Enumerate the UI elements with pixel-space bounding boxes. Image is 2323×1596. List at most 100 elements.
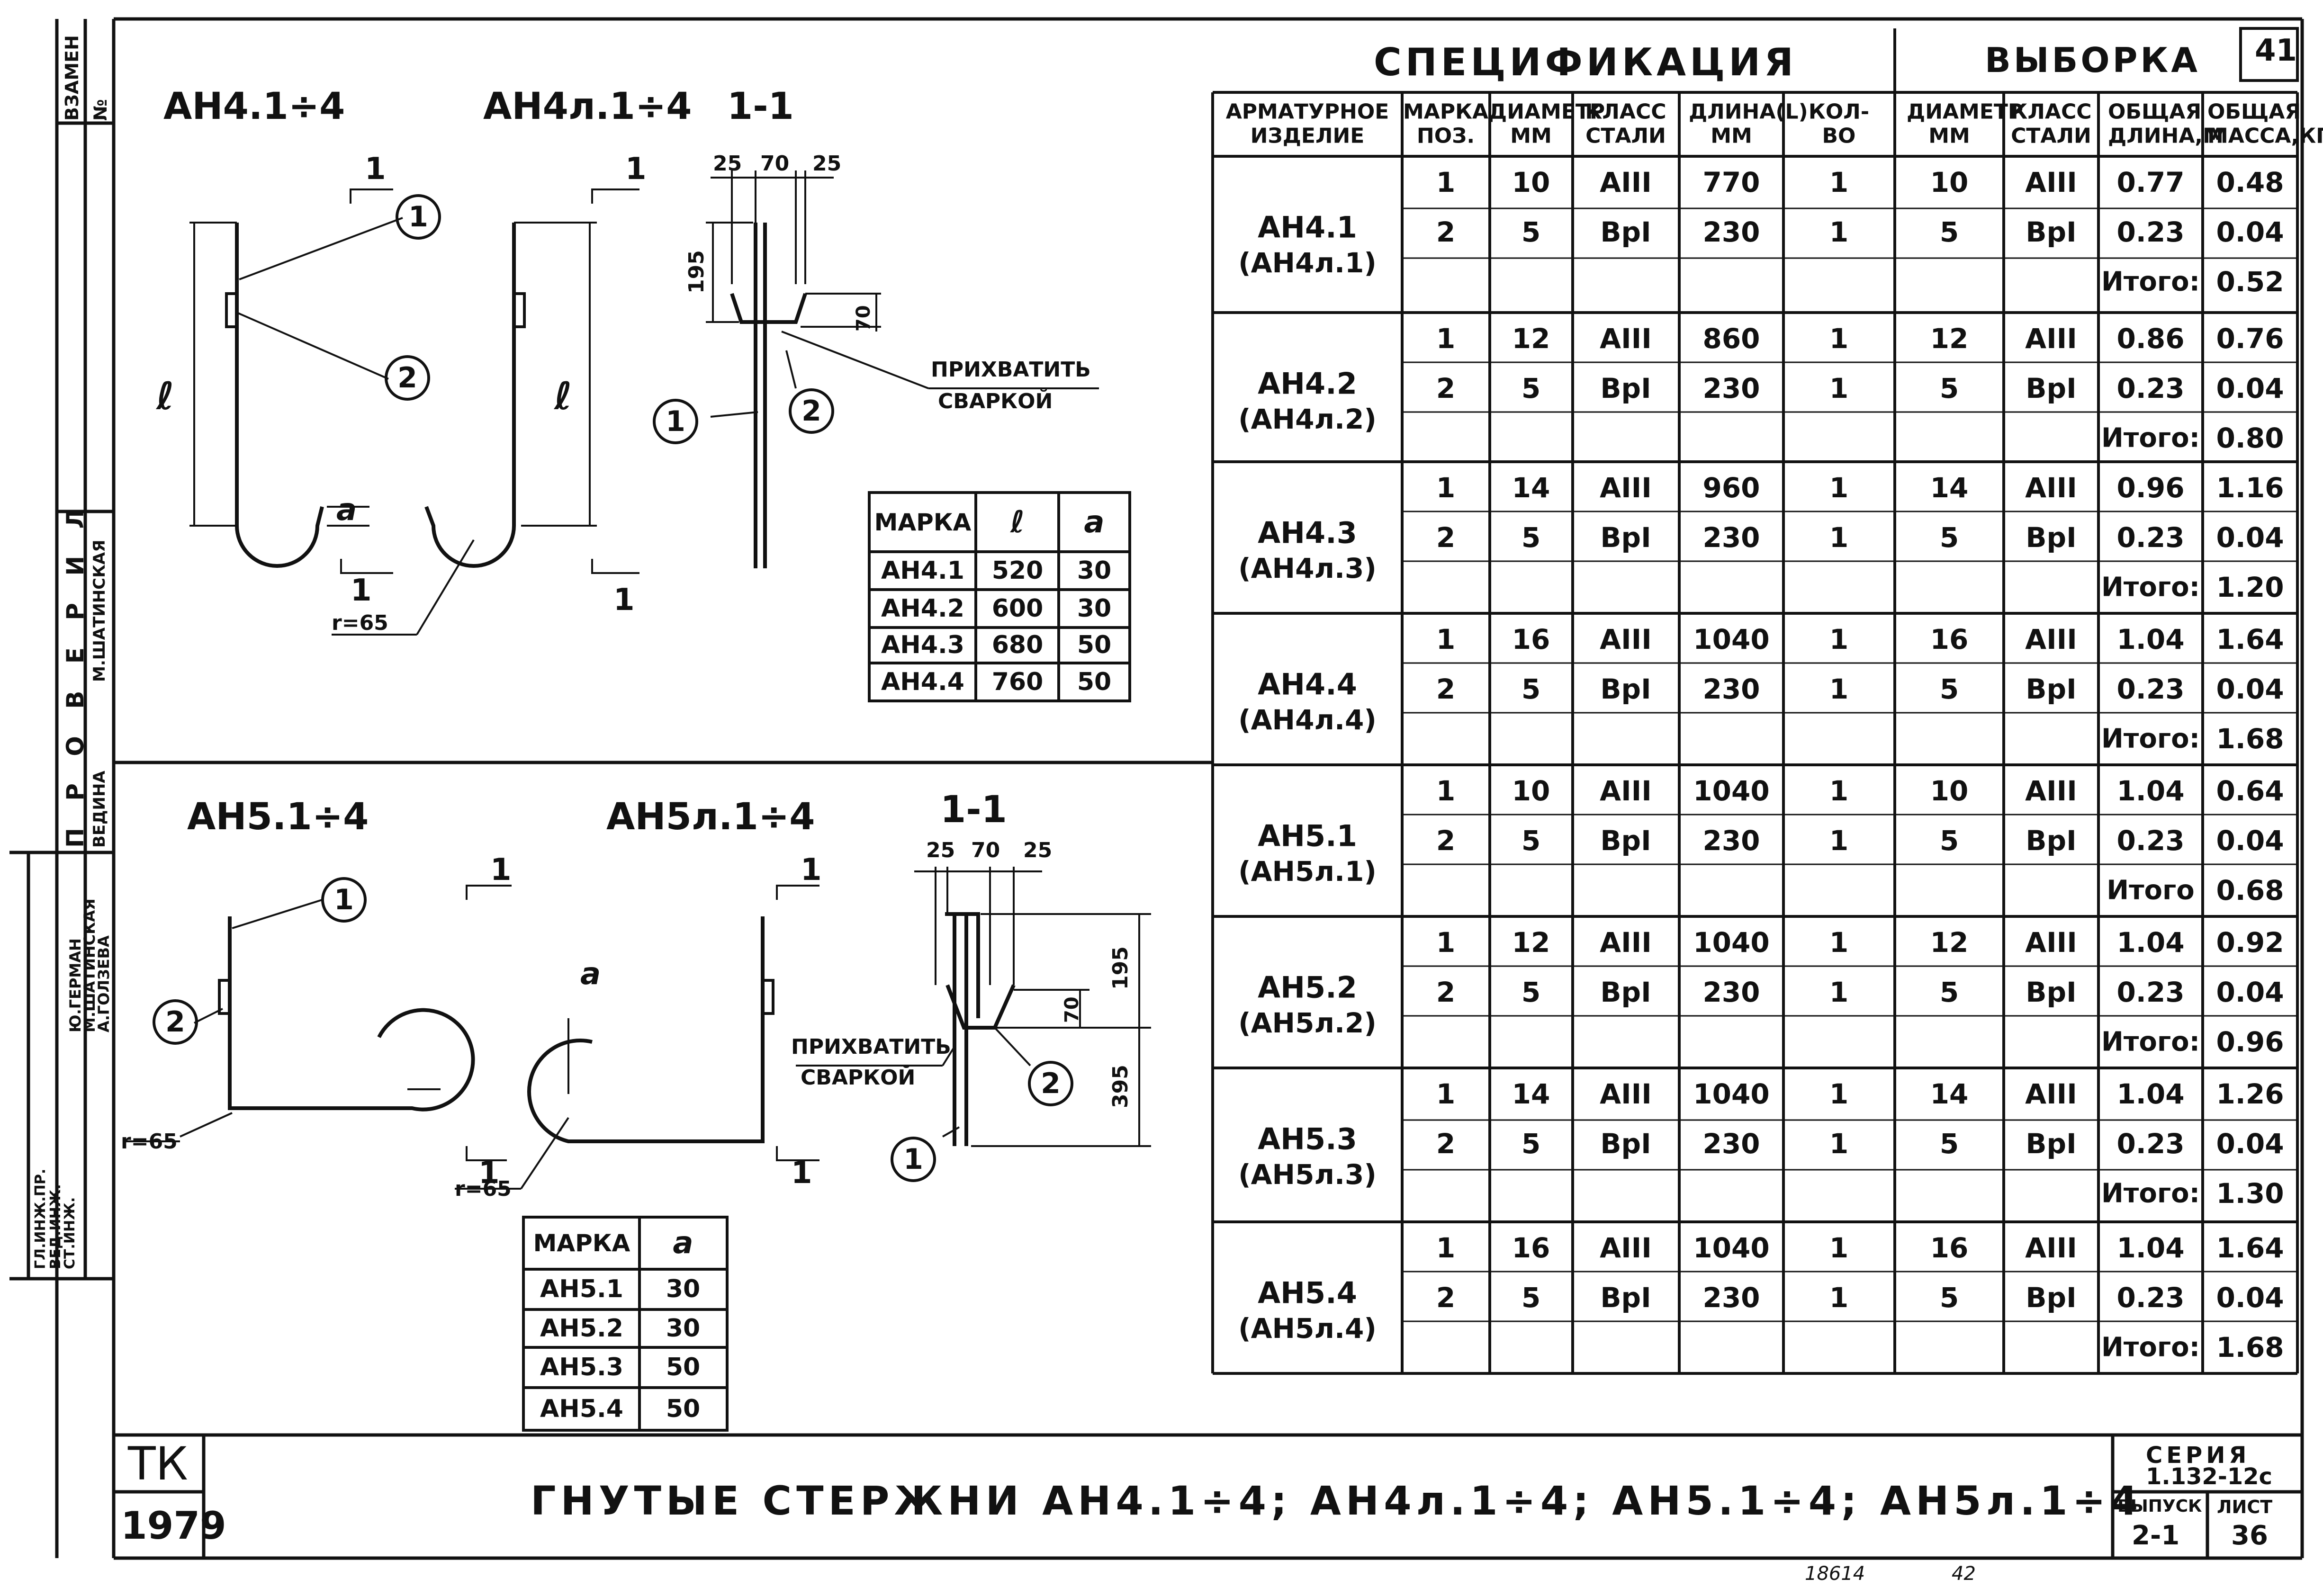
spec-cell: 1 [1829,1128,1849,1160]
spec-cell: 1 [1829,775,1849,807]
spec-cell: 0.77 [2116,166,2185,198]
spec-header-cell: ОБЩАЯ ДЛИНА,М [2108,99,2224,148]
radius-label: r=65 [455,1177,512,1201]
spec-cell: 1 [1829,323,1849,355]
spec-cell: 5 [1939,673,1959,705]
spec-cell: ВрI [1600,673,1651,705]
list-label: ЛИСТ [2217,1497,2273,1517]
spec-cell: 5 [1521,216,1541,248]
spec-cell: 230 [1702,673,1760,705]
spec-cell: ВрI [2026,521,2077,554]
spec-cell: 0.23 [2116,1282,2185,1314]
a-header: a [1084,505,1105,540]
dim-195: 195 [1108,946,1133,990]
bottom-label-left: АН5.1÷4 [187,796,369,838]
vypusk-label: ВЫПУСК [2117,1497,2202,1516]
vzamen-label: ВЗАМЕН [62,35,82,121]
spec-cell: 860 [1702,323,1760,355]
spec-cell: ВрI [2026,673,2077,705]
dim-25-left: 25 [713,152,742,176]
spec-cell: АIII [1600,926,1652,959]
spec-cell: АIII [1600,1078,1652,1110]
spec-cell: АIII [2025,1232,2077,1264]
spec-cell: АIII [2025,323,2077,355]
item-name: АН5.2 [1258,970,1357,1005]
spec-cell: 1 [1436,623,1456,655]
spec-cell: 10 [1512,166,1550,198]
dim-l-right: ℓ [554,374,572,418]
spec-cell: 10 [1930,166,1969,198]
spec-cell: 5 [1521,673,1541,705]
cut-mark: 1 [478,1156,500,1191]
spec-cell: 1 [1829,673,1849,705]
spec-cell: 0.04 [2216,216,2284,248]
spec-cell: 230 [1702,976,1760,1008]
marka-cell: АН5.2 [540,1314,623,1343]
spec-cell: 1 [1829,976,1849,1008]
footer-note-2: 42 [1952,1563,1976,1585]
value-cell: 30 [1077,556,1112,585]
itogo-label: Итого: [2101,1332,2200,1363]
checker-2: М.ШАТИНСКАЯ [90,539,109,682]
item-alt-name: (АН5л.2) [1238,1007,1377,1039]
spec-cell: 14 [1930,1078,1969,1110]
itogo-value: 1.30 [2216,1177,2284,1210]
cut-mark: 1 [490,852,512,888]
spec-cell: 0.04 [2216,372,2284,404]
spec-cell: 0.96 [2116,472,2185,504]
item-alt-name: (АН4л.1) [1238,247,1377,279]
spec-cell: 12 [1930,323,1969,355]
dim-70-vertical: 70 [1061,996,1083,1023]
value-cell: 30 [1077,594,1112,623]
spec-cell: ВрI [2026,976,2077,1008]
spec-cell: 2 [1436,372,1456,404]
spec-cell: 1 [1829,825,1849,857]
spec-cell: 0.23 [2116,521,2185,554]
spec-cell: 16 [1512,1232,1550,1264]
vypusk-value: 2-1 [2132,1520,2180,1551]
spec-cell: ВрI [1600,976,1651,1008]
spec-cell: 230 [1702,216,1760,248]
spec-cell: 5 [1521,1282,1541,1314]
spec-cell: 1 [1829,166,1849,198]
name-3: А.ГОЛЗЕВА [95,935,113,1032]
spec-cell: 2 [1436,216,1456,248]
spec-cell: 5 [1939,1128,1959,1160]
spec-cell: 5 [1521,825,1541,857]
spec-cell: 12 [1512,323,1550,355]
dim-395: 395 [1108,1065,1133,1108]
spec-cell: 5 [1939,1282,1959,1314]
spec-cell: ВрI [2026,1282,2077,1314]
dim-70: 70 [760,152,790,176]
spec-cell: 1 [1829,1078,1849,1110]
spec-cell: 0.04 [2216,1128,2284,1160]
spec-cell: 5 [1939,372,1959,404]
tk-label: ТК [128,1437,188,1490]
spec-cell: 12 [1512,926,1550,959]
spec-header-cell: ДИАМЕТР ММ [1488,99,1605,148]
spec-cell: 14 [1930,472,1969,504]
position-marker-2: 2 [153,999,198,1045]
position-marker-2: 2 [385,355,430,401]
spec-cell: АIII [1600,1232,1652,1264]
position-marker-2: 2 [789,388,834,434]
itogo-value: 0.68 [2216,874,2284,906]
marka-cell: АН4.4 [881,668,964,696]
spec-cell: 0.92 [2216,926,2284,959]
item-name: АН5.4 [1258,1275,1357,1310]
value-cell: 30 [666,1275,701,1303]
spec-cell: 0.76 [2216,323,2284,355]
spec-header-cell: АРМАТУРНОЕ ИЗДЕЛИЕ [1225,99,1389,148]
spec-cell: 0.23 [2116,1128,2185,1160]
item-name: АН4.3 [1258,515,1357,550]
spec-title: СПЕЦИФИКАЦИЯ [1374,40,1797,84]
itogo-label: Итого: [2101,723,2200,754]
spec-cell: АIII [2025,623,2077,655]
spec-cell: АIII [2025,1078,2077,1110]
spec-cell: 0.04 [2216,673,2284,705]
marka-cell: АН5.4 [540,1395,623,1423]
spec-cell: 14 [1512,1078,1550,1110]
position-marker-1: 1 [891,1137,936,1182]
